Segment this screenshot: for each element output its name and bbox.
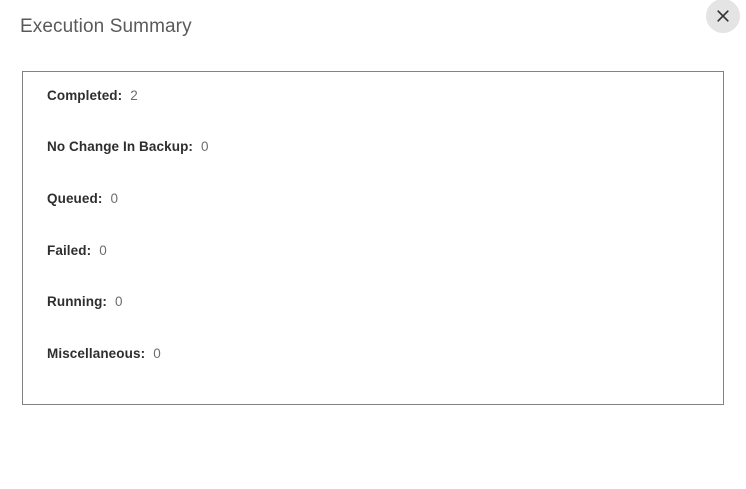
list-item: Miscellaneous: 0 — [47, 343, 161, 363]
summary-value-failed: 0 — [99, 242, 107, 258]
summary-label-queued: Queued: — [47, 190, 103, 206]
summary-value-queued: 0 — [110, 190, 119, 206]
list-item: Completed: 2 — [47, 85, 138, 105]
summary-value-no-change-in-backup: 0 — [201, 138, 209, 154]
summary-label-completed: Completed: — [47, 87, 123, 103]
list-item: Failed: 0 — [47, 240, 107, 260]
list-item: No Change In Backup: 0 — [47, 136, 209, 156]
summary-label-failed: Failed: — [47, 242, 92, 258]
list-item: Running: 0 — [47, 291, 123, 311]
summary-label-miscellaneous: Miscellaneous: — [47, 345, 146, 361]
close-button[interactable] — [706, 0, 740, 33]
page-title: Execution Summary — [20, 16, 192, 37]
close-icon — [715, 8, 731, 24]
summary-panel: Completed: 2 No Change In Backup: 0 Queu… — [22, 71, 724, 405]
list-item: Queued: 0 — [47, 188, 118, 208]
summary-value-completed: 2 — [130, 87, 138, 103]
summary-label-running: Running: — [47, 293, 108, 309]
summary-value-running: 0 — [115, 293, 123, 309]
summary-label-no-change-in-backup: No Change In Backup: — [47, 138, 194, 154]
summary-value-miscellaneous: 0 — [153, 345, 161, 361]
dialog-header: Execution Summary — [0, 0, 746, 58]
